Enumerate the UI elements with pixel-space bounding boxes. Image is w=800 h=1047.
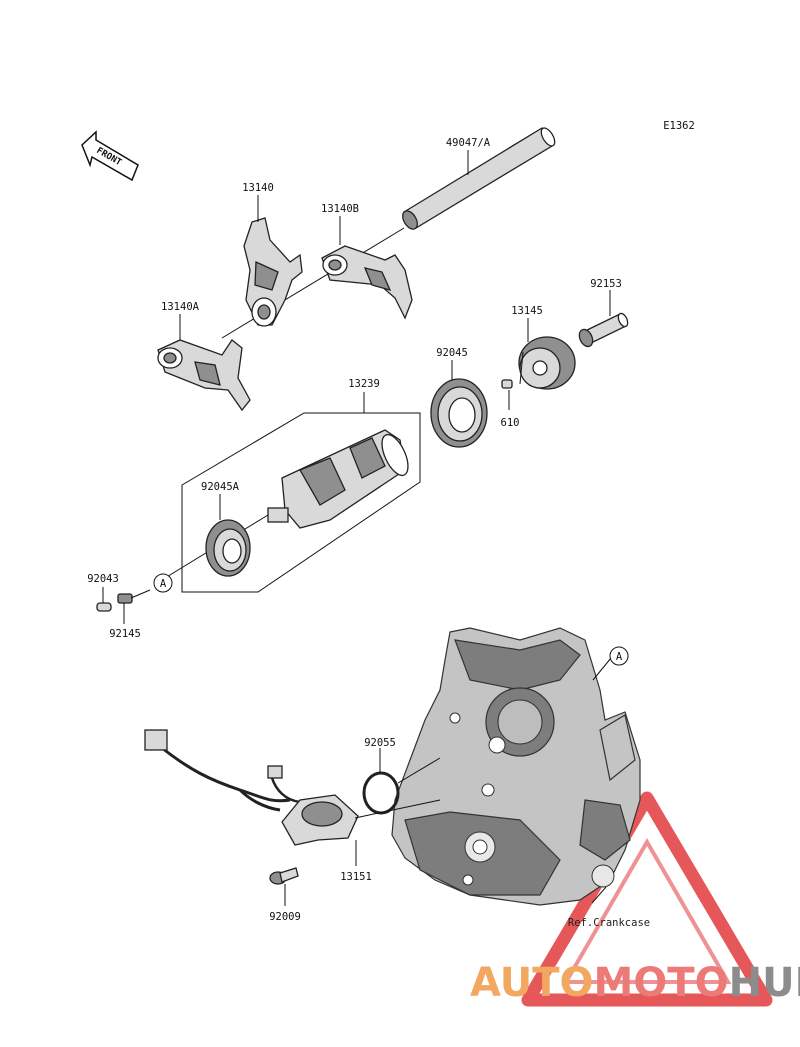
bearing-92045-part bbox=[430, 378, 488, 448]
part-label-13145[interactable]: 13145 bbox=[511, 305, 543, 317]
shift-drum-13239-part bbox=[164, 412, 421, 593]
part-label-92009[interactable]: 92009 bbox=[269, 911, 301, 923]
part-label-13151[interactable]: 13151 bbox=[340, 871, 372, 883]
shift-cam-13145-part bbox=[518, 336, 576, 390]
svg-text:AUTOMOTOHUB: AUTOMOTOHUB bbox=[470, 960, 800, 1006]
callout-a-drum-label: A bbox=[160, 578, 167, 590]
part-label-13239[interactable]: 13239 bbox=[348, 378, 380, 390]
callout-a-drum: A bbox=[153, 573, 173, 593]
watermark-auto: AUTO bbox=[470, 960, 594, 1006]
ref-crankcase-label: Ref.Crankcase bbox=[568, 917, 650, 929]
watermark-triangle bbox=[521, 791, 773, 1007]
watermark-logo: AUTOMOTOHUB bbox=[470, 960, 800, 1006]
shift-rod-part bbox=[221, 127, 556, 339]
callout-a-case: A bbox=[609, 646, 629, 666]
front-arrow-icon: FRONT bbox=[81, 130, 139, 182]
pin-610-part bbox=[501, 379, 513, 389]
crankcase-illustration bbox=[391, 627, 641, 906]
shift-fork-13140a-part bbox=[157, 339, 251, 412]
part-label-13140[interactable]: 13140 bbox=[242, 182, 274, 194]
bearing-92045a-part bbox=[205, 519, 251, 577]
part-label-13140a[interactable]: 13140A bbox=[161, 301, 200, 313]
part-label-92055[interactable]: 92055 bbox=[364, 737, 396, 749]
part-label-92145[interactable]: 92145 bbox=[109, 628, 141, 640]
callout-a-case-label: A bbox=[616, 651, 623, 663]
bolt-92009-part bbox=[269, 867, 299, 885]
watermark-hub: HUB bbox=[729, 960, 800, 1006]
pin-92043-part bbox=[96, 602, 112, 612]
shift-fork-13140b-part bbox=[321, 245, 413, 320]
watermark-moto: MOTO bbox=[594, 960, 729, 1006]
part-label-92153[interactable]: 92153 bbox=[590, 278, 622, 290]
bolt-92153-part bbox=[578, 312, 629, 348]
part-label-49047a[interactable]: 49047/A bbox=[446, 137, 491, 149]
part-label-13140b[interactable]: 13140B bbox=[321, 203, 359, 215]
part-label-92045a[interactable]: 92045A bbox=[201, 481, 240, 493]
part-label-610[interactable]: 610 bbox=[501, 417, 520, 429]
spring-92145-part bbox=[117, 589, 151, 604]
gear-sensor-13151-part bbox=[144, 729, 441, 846]
leader-lines bbox=[102, 150, 612, 906]
shift-fork-13140-part bbox=[243, 217, 303, 327]
part-label-92045[interactable]: 92045 bbox=[436, 347, 468, 359]
part-label-92043[interactable]: 92043 bbox=[87, 573, 119, 585]
diagram-code: E1362 bbox=[663, 120, 695, 132]
